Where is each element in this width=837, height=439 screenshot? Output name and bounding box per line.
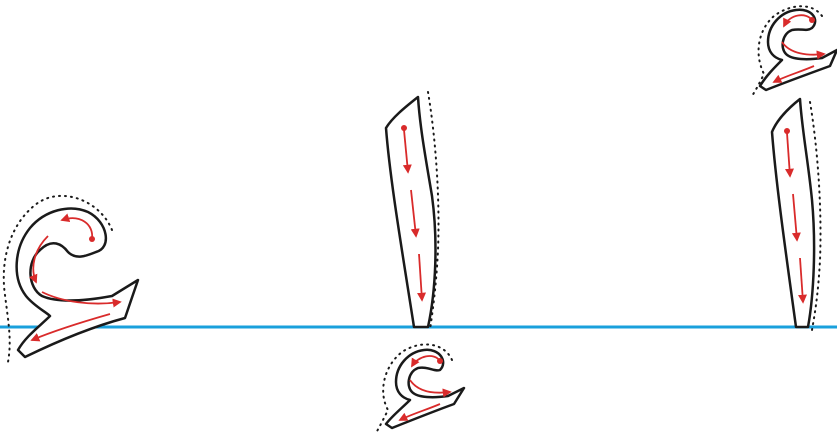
hamza-below-letter [376, 344, 464, 433]
hamza-above-arrow-2 [782, 42, 824, 55]
alef-outline [386, 97, 435, 327]
ain-letter [4, 196, 138, 362]
alef-right-outline [772, 99, 814, 327]
alef-right-letter [772, 99, 821, 330]
hamza-below-arrow-2 [410, 380, 450, 393]
alef-letter [386, 92, 439, 330]
hamza-above-outline [760, 10, 837, 90]
hamza-above-letter [752, 6, 837, 96]
hamza-below-outline [386, 350, 464, 428]
ain-outline [17, 209, 138, 357]
